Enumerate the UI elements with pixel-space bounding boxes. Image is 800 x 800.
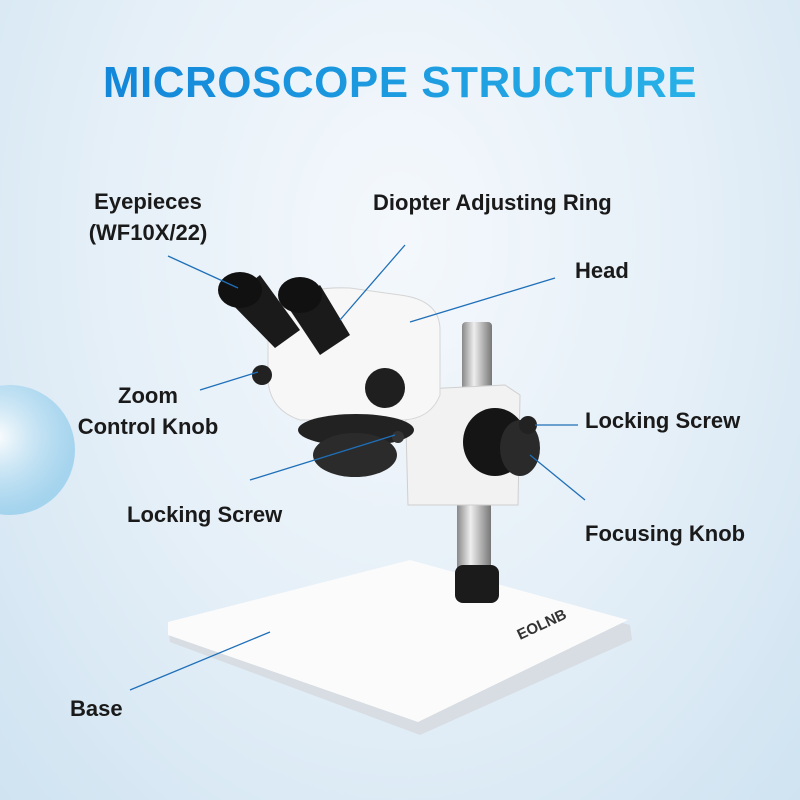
label-locking-screw-right: Locking Screw <box>585 408 741 433</box>
label-eyepieces-line2: (WF10X/22) <box>88 220 208 245</box>
label-locking-screw-left: Locking Screw <box>127 502 283 527</box>
label-eyepieces: Eyepieces (WF10X/22) <box>58 186 238 248</box>
leader-lines <box>129 244 586 691</box>
label-zoom-line2: Control Knob <box>77 414 219 439</box>
base-plate <box>168 560 632 735</box>
eyepieces <box>218 272 350 355</box>
label-base: Base <box>70 696 123 721</box>
label-diopter: Diopter Adjusting Ring <box>373 190 612 215</box>
decorative-bubble <box>0 385 75 515</box>
label-focusing-knob: Focusing Knob <box>585 521 746 546</box>
pillar-top <box>462 322 492 392</box>
locking-screw-right <box>519 416 537 434</box>
label-zoom-control-knob: Zoom Control Knob <box>48 380 248 442</box>
label-zoom-line1: Zoom <box>118 383 178 408</box>
page-title: MICROSCOPE STRUCTURE <box>0 58 800 108</box>
zoom-knob-left <box>252 365 272 385</box>
locking-screw-left <box>392 431 404 443</box>
zoom-knob-right <box>365 368 405 408</box>
label-eyepieces-line1: Eyepieces <box>94 189 202 214</box>
label-head: Head <box>575 258 629 283</box>
pillar-collar <box>455 565 499 603</box>
